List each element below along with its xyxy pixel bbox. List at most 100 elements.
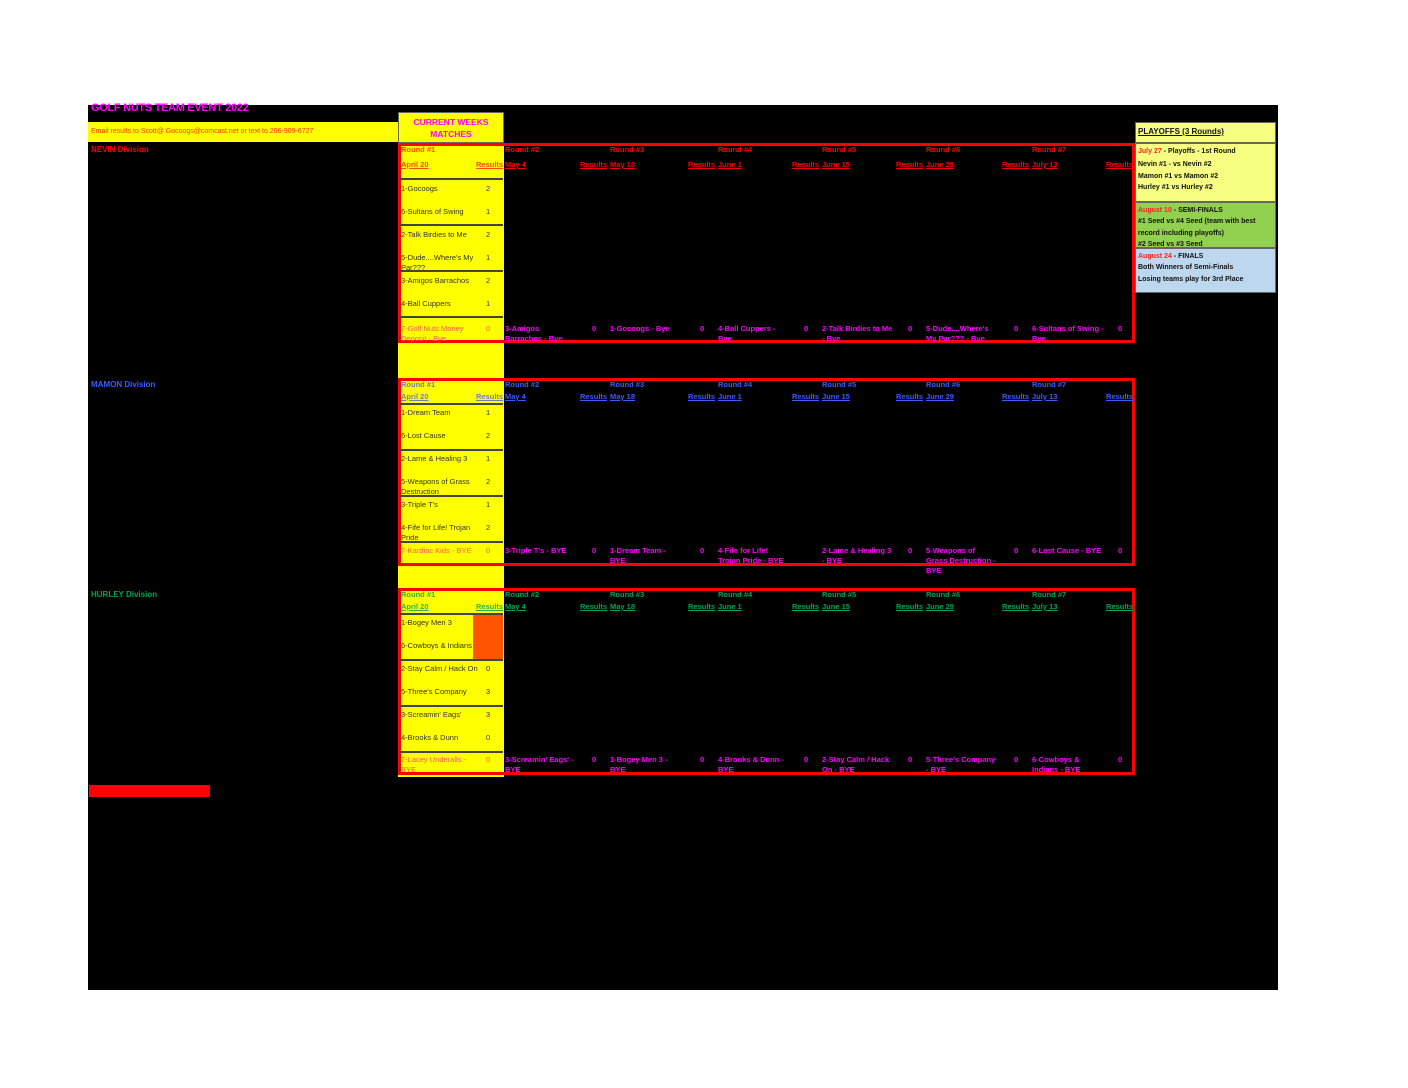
match-divider (400, 495, 503, 497)
round-label: Round #1 (401, 145, 436, 154)
team-name: 4-Brooks & Dunn (401, 733, 459, 742)
bye-team: 3-Amigos Barrachos - Bye (505, 324, 563, 343)
division-schedule-box (398, 378, 1135, 566)
bye-score: 0 (486, 324, 491, 333)
round-label: Round #5 (822, 590, 857, 599)
bye-score: 0 (1118, 324, 1123, 333)
team-score[interactable]: 3 (486, 687, 491, 696)
bye-team: 4-Ball Cuppers - Bye (718, 324, 776, 343)
team-score[interactable]: 1 (486, 454, 491, 463)
team-name: 4-Fife for Life! Trojan Pride (401, 523, 471, 542)
playoff-matchup: Losing teams play for 3rd Place (1138, 275, 1244, 283)
playoffs-semifinals: August 10 - SEMI-FINALS#1 Seed vs #4 See… (1135, 202, 1276, 248)
round-date: May 18 (610, 602, 636, 611)
bye-team: 2-Lame & Healing 3 - BYE (822, 546, 892, 565)
bye-score: 0 (908, 324, 913, 333)
team-name: 3-Amigos Barrachos (401, 276, 469, 285)
round-date: May 4 (505, 392, 526, 401)
team-score[interactable]: 1 (486, 207, 491, 216)
match-divider (400, 705, 503, 707)
team-name: 6-Cowboys & Indians (401, 641, 472, 650)
team-score[interactable]: 2 (486, 477, 491, 486)
division-label: NEVIN Division (91, 145, 149, 154)
division-label: MAMON Division (91, 380, 156, 389)
team-name: 6-Lost Cause (401, 431, 446, 440)
bye-team: 5-Dude....Where's My Par??? - Bye (926, 324, 989, 343)
round-date: July 13 (1032, 602, 1058, 611)
results-header: Results (1106, 392, 1134, 401)
pending-result-cell[interactable] (473, 615, 503, 659)
round-label: Round #7 (1032, 380, 1067, 389)
team-score[interactable]: 1 (486, 500, 491, 509)
bye-team: 3-Screamin' Eags' - BYE (505, 755, 574, 774)
team-name: 3-Screamin' Eags' (401, 710, 462, 719)
round-label: Round #5 (822, 380, 857, 389)
bye-score: 0 (804, 755, 809, 764)
bye-score: 0 (592, 755, 597, 764)
round-label: Round #3 (610, 380, 645, 389)
team-score[interactable]: 1 (486, 408, 491, 417)
playoff-date: August 10 (1138, 207, 1172, 214)
bye-team: 1-Gocoogs - Bye (610, 324, 670, 333)
round-date: April 20 (401, 392, 429, 401)
team-score[interactable]: 1 (486, 253, 491, 262)
round-label: Round #2 (505, 145, 540, 154)
playoffs-header: PLAYOFFS (3 Rounds) (1135, 122, 1276, 143)
results-header: Results (896, 392, 924, 401)
round-label: Round #2 (505, 380, 540, 389)
round-date: July 13 (1032, 160, 1058, 169)
team-score[interactable]: 0 (486, 664, 491, 673)
team-score[interactable]: 3 (486, 710, 491, 719)
match-divider (400, 403, 503, 405)
bye-score: 0 (1118, 546, 1123, 555)
bye-team: 6-Sultans of Swing - Bye (1032, 324, 1104, 343)
round-label: Round #4 (718, 145, 753, 154)
bye-team: 6-Cowboys & Indians - BYE (1032, 755, 1081, 774)
bye-score: 0 (908, 755, 913, 764)
playoff-round-label: - Playoffs - 1st Round (1161, 148, 1236, 155)
bye-team: 2-Talk Birdies to Me - Bye (822, 324, 893, 343)
red-highlight-bar (89, 785, 210, 797)
results-header: Results (476, 392, 504, 401)
round-label: Round #3 (610, 590, 645, 599)
team-score[interactable]: 0 (486, 733, 491, 742)
division-label: HURLEY Division (91, 590, 158, 599)
current-week-column (398, 378, 504, 588)
bye-team: 5-Three's Company - BYE (926, 755, 996, 774)
team-score[interactable]: 2 (486, 431, 491, 440)
playoff-date: August 24 (1138, 253, 1172, 260)
results-header: Results (792, 160, 820, 169)
results-header: Results (476, 602, 504, 611)
results-header: Results (1002, 392, 1030, 401)
team-score[interactable]: 2 (486, 276, 491, 285)
bye-team: 1-Bogey Men 3 - BYE (610, 755, 668, 774)
round-label: Round #4 (718, 590, 753, 599)
results-header: Results (580, 160, 608, 169)
results-header: Results (1106, 160, 1134, 169)
match-divider (400, 316, 503, 318)
team-name: 1-Bogey Men 3 (401, 618, 452, 627)
team-name: 5-Three's Company (401, 687, 467, 696)
team-name: 6-Sultans of Swing (401, 207, 464, 216)
match-divider (400, 224, 503, 226)
round-date: June 29 (926, 602, 954, 611)
team-score[interactable]: 2 (486, 230, 491, 239)
division-schedule-box (398, 143, 1135, 343)
bye-score: 0 (1014, 546, 1019, 555)
team-score[interactable]: 1 (486, 299, 491, 308)
spreadsheet-page (88, 105, 1278, 990)
bye-score: 0 (700, 546, 705, 555)
results-header: Results (1002, 160, 1030, 169)
playoff-matchup: Nevin #1 - vs Nevin #2 (1138, 161, 1212, 169)
team-name: 2-Talk Birdies to Me (401, 230, 467, 239)
team-name: 1-Gocoogs (401, 184, 438, 193)
match-divider (400, 659, 503, 661)
team-score[interactable]: 2 (486, 184, 491, 193)
team-name: 3-Triple T's (401, 500, 438, 509)
current-week-column (398, 143, 504, 378)
bye-score: 0 (804, 324, 809, 333)
team-score[interactable]: 2 (486, 523, 491, 532)
round-label: Round #5 (822, 145, 857, 154)
